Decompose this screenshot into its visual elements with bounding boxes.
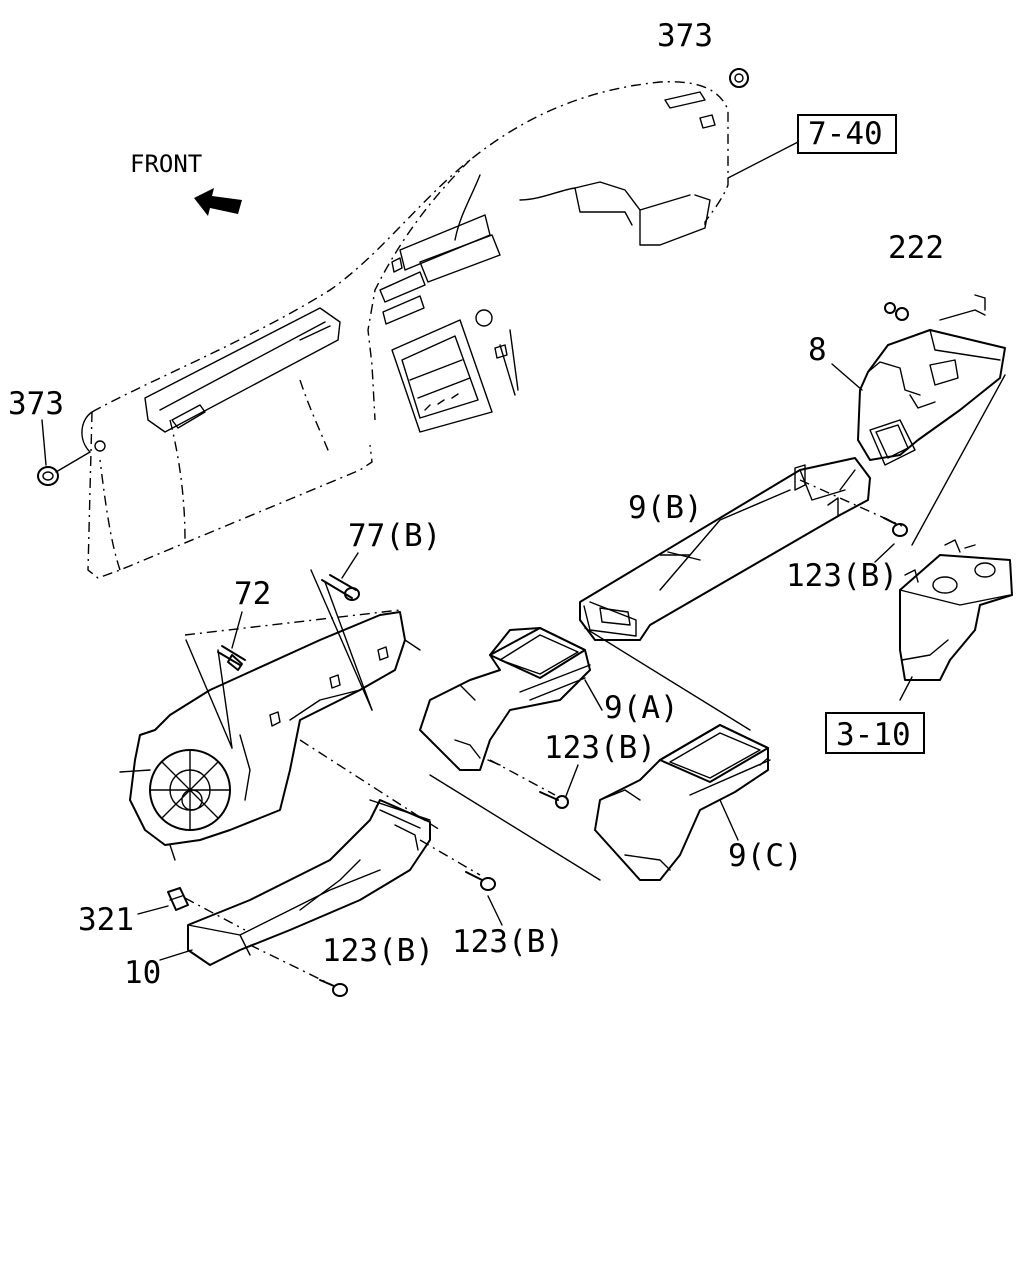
ref-box-7-40 <box>797 114 897 154</box>
duct-8 <box>857 294 1006 466</box>
screw-123b-mid <box>539 764 579 809</box>
leader-7-40 <box>727 141 799 179</box>
leader-8-3-10 <box>911 374 1006 546</box>
label-321: 321 <box>78 902 134 938</box>
bracket-3-10 <box>899 539 1013 681</box>
leader-321 <box>137 905 169 915</box>
label-3-10: 3-10 <box>836 717 911 753</box>
screw-123b-lower-left <box>319 979 348 997</box>
label-123b-lower: 123(B) <box>452 924 564 960</box>
leader-10 <box>159 949 193 961</box>
bolt-77b <box>321 552 360 601</box>
dashboard-panel <box>81 81 729 579</box>
label-373-left: 373 <box>8 386 64 422</box>
bolt-72 <box>217 611 246 671</box>
label-123b-right: 123(B) <box>786 558 898 594</box>
leader-72-right <box>217 649 233 749</box>
duct-9b <box>579 457 871 641</box>
label-77b: 77(B) <box>348 518 441 554</box>
label-10: 10 <box>124 955 161 991</box>
label-222: 222 <box>888 230 944 266</box>
label-9b: 9(B) <box>628 490 703 526</box>
leader-77b-right <box>324 581 373 711</box>
label-72: 72 <box>234 576 271 612</box>
duct-10 <box>187 799 431 966</box>
leader-9c <box>719 799 739 841</box>
leader-3-10 <box>899 676 913 701</box>
label-7-40: 7-40 <box>808 116 883 152</box>
dash-blower-top <box>184 609 401 636</box>
duct-9c <box>594 724 771 881</box>
label-9c: 9(C) <box>728 838 803 874</box>
screw-123b-right <box>874 517 908 563</box>
line-9a-9c-lower <box>429 774 601 881</box>
label-8: 8 <box>808 332 827 368</box>
label-373-top: 373 <box>657 18 713 54</box>
label-123b-bottom: 123(B) <box>322 933 434 969</box>
dash-10-screw <box>419 839 481 876</box>
leader-9b <box>667 551 701 561</box>
leader-9a <box>584 679 603 711</box>
ref-box-3-10 <box>825 712 925 754</box>
leader-8 <box>831 363 863 391</box>
clip-222 <box>884 302 909 321</box>
screw-123b-lower-right <box>465 871 503 926</box>
line-9a-9c <box>584 627 751 731</box>
grommet-373-left <box>37 419 91 486</box>
leader-72-left <box>185 639 233 749</box>
clip-321 <box>167 887 189 911</box>
label-front: FRONT <box>130 150 202 178</box>
front-direction-arrow-icon <box>194 188 242 216</box>
line-blower-9a <box>404 639 421 651</box>
leader-77b-left <box>310 569 373 711</box>
dash-10-screw-b <box>249 944 333 986</box>
label-9a: 9(A) <box>604 690 679 726</box>
blower-unit <box>119 611 406 861</box>
label-123b-mid: 123(B) <box>544 730 656 766</box>
grommet-373-top <box>729 68 749 88</box>
